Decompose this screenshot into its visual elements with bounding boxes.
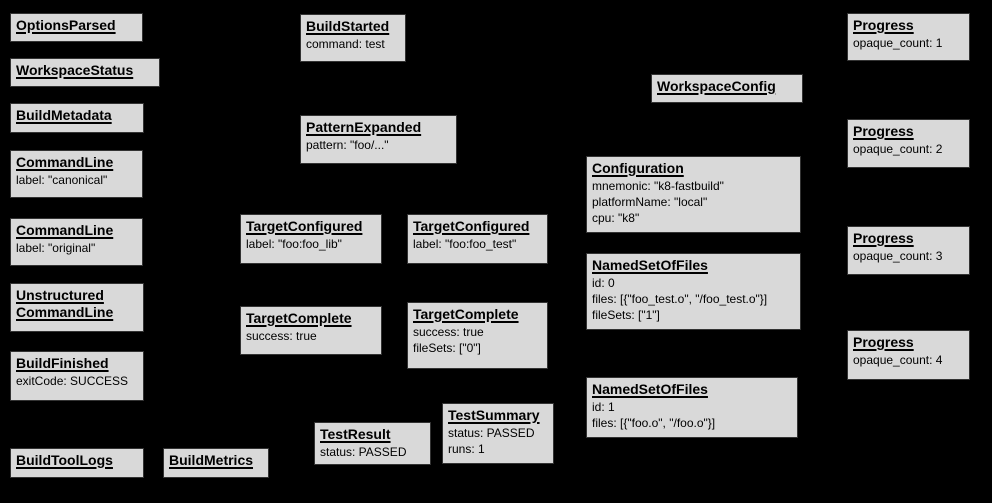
- event-title: BuildMetadata: [16, 107, 112, 123]
- event-box-target-configured-foo-lib: TargetConfigured label: "foo:foo_lib": [240, 214, 382, 264]
- event-title: Progress: [853, 230, 914, 246]
- event-box-build-finished: BuildFinished exitCode: SUCCESS: [10, 351, 144, 401]
- event-box-build-metadata: BuildMetadata: [10, 103, 144, 133]
- event-box-workspace-status: WorkspaceStatus: [10, 58, 160, 87]
- event-title: TargetComplete: [413, 306, 519, 322]
- event-title: Configuration: [592, 160, 684, 176]
- event-box-test-result: TestResult status: PASSED: [314, 422, 431, 465]
- event-box-options-parsed: OptionsParsed: [10, 13, 143, 42]
- event-box-build-started: BuildStarted command: test: [300, 14, 406, 62]
- event-box-build-tool-logs: BuildToolLogs: [10, 448, 144, 478]
- event-details: opaque_count: 3: [853, 249, 943, 263]
- event-title: BuildToolLogs: [16, 452, 113, 468]
- event-details: id: 0 files: [{"foo_test.o", "/foo_test.…: [592, 276, 768, 322]
- event-title: BuildMetrics: [169, 452, 254, 468]
- event-title: NamedSetOfFiles: [592, 257, 708, 273]
- event-title: TargetConfigured: [413, 218, 530, 234]
- event-box-command-line-original: CommandLine label: "original": [10, 218, 143, 266]
- event-title: Unstructured CommandLine: [16, 287, 114, 320]
- event-box-progress-3: Progress opaque_count: 3: [847, 226, 970, 275]
- event-title: CommandLine: [16, 154, 114, 170]
- event-title: WorkspaceConfig: [657, 78, 776, 94]
- event-title: OptionsParsed: [16, 17, 116, 33]
- event-title: TestResult: [320, 426, 391, 442]
- event-title: CommandLine: [16, 222, 114, 238]
- event-details: label: "canonical": [16, 173, 108, 187]
- event-details: opaque_count: 1: [853, 36, 943, 50]
- event-title: TargetComplete: [246, 310, 352, 326]
- event-box-pattern-expanded: PatternExpanded pattern: "foo/...": [300, 115, 457, 164]
- event-details: opaque_count: 2: [853, 142, 943, 156]
- event-details: id: 1 files: [{"foo.o", "/foo.o"}]: [592, 400, 716, 430]
- event-details: label: "foo:foo_lib": [246, 237, 342, 251]
- event-title: Progress: [853, 17, 914, 33]
- event-box-build-metrics: BuildMetrics: [163, 448, 269, 478]
- event-details: status: PASSED: [320, 445, 407, 459]
- event-details: opaque_count: 4: [853, 353, 943, 367]
- event-box-named-set-of-files-0: NamedSetOfFiles id: 0 files: [{"foo_test…: [586, 253, 801, 330]
- event-box-configuration: Configuration mnemonic: "k8-fastbuild" p…: [586, 156, 801, 233]
- event-box-command-line-canonical: CommandLine label: "canonical": [10, 150, 143, 198]
- event-box-named-set-of-files-1: NamedSetOfFiles id: 1 files: [{"foo.o", …: [586, 377, 798, 438]
- event-details: exitCode: SUCCESS: [16, 374, 129, 388]
- event-title: TargetConfigured: [246, 218, 363, 234]
- event-title: WorkspaceStatus: [16, 62, 134, 78]
- event-box-target-configured-foo-test: TargetConfigured label: "foo:foo_test": [407, 214, 548, 264]
- event-box-progress-1: Progress opaque_count: 1: [847, 13, 970, 61]
- event-box-target-complete-foo-test: TargetComplete success: true fileSets: […: [407, 302, 548, 369]
- event-title: NamedSetOfFiles: [592, 381, 708, 397]
- event-title: BuildStarted: [306, 18, 390, 34]
- event-details: status: PASSED runs: 1: [448, 426, 535, 456]
- event-box-workspace-config: WorkspaceConfig: [651, 74, 803, 103]
- event-details: success: true: [246, 329, 317, 343]
- event-title: Progress: [853, 123, 914, 139]
- event-details: label: "original": [16, 241, 96, 255]
- event-title: PatternExpanded: [306, 119, 422, 135]
- event-title: TestSummary: [448, 407, 540, 423]
- event-details: success: true fileSets: ["0"]: [413, 325, 484, 355]
- event-box-test-summary: TestSummary status: PASSED runs: 1: [442, 403, 554, 464]
- event-box-progress-2: Progress opaque_count: 2: [847, 119, 970, 168]
- event-details: command: test: [306, 37, 385, 51]
- event-box-progress-4: Progress opaque_count: 4: [847, 330, 970, 380]
- event-details: mnemonic: "k8-fastbuild" platformName: "…: [592, 179, 724, 225]
- event-box-target-complete-foo-lib: TargetComplete success: true: [240, 306, 382, 355]
- event-details: label: "foo:foo_test": [413, 237, 517, 251]
- event-title: Progress: [853, 334, 914, 350]
- event-box-unstructured-command-line: Unstructured CommandLine: [10, 283, 144, 332]
- event-title: BuildFinished: [16, 355, 109, 371]
- event-details: pattern: "foo/...": [306, 138, 389, 152]
